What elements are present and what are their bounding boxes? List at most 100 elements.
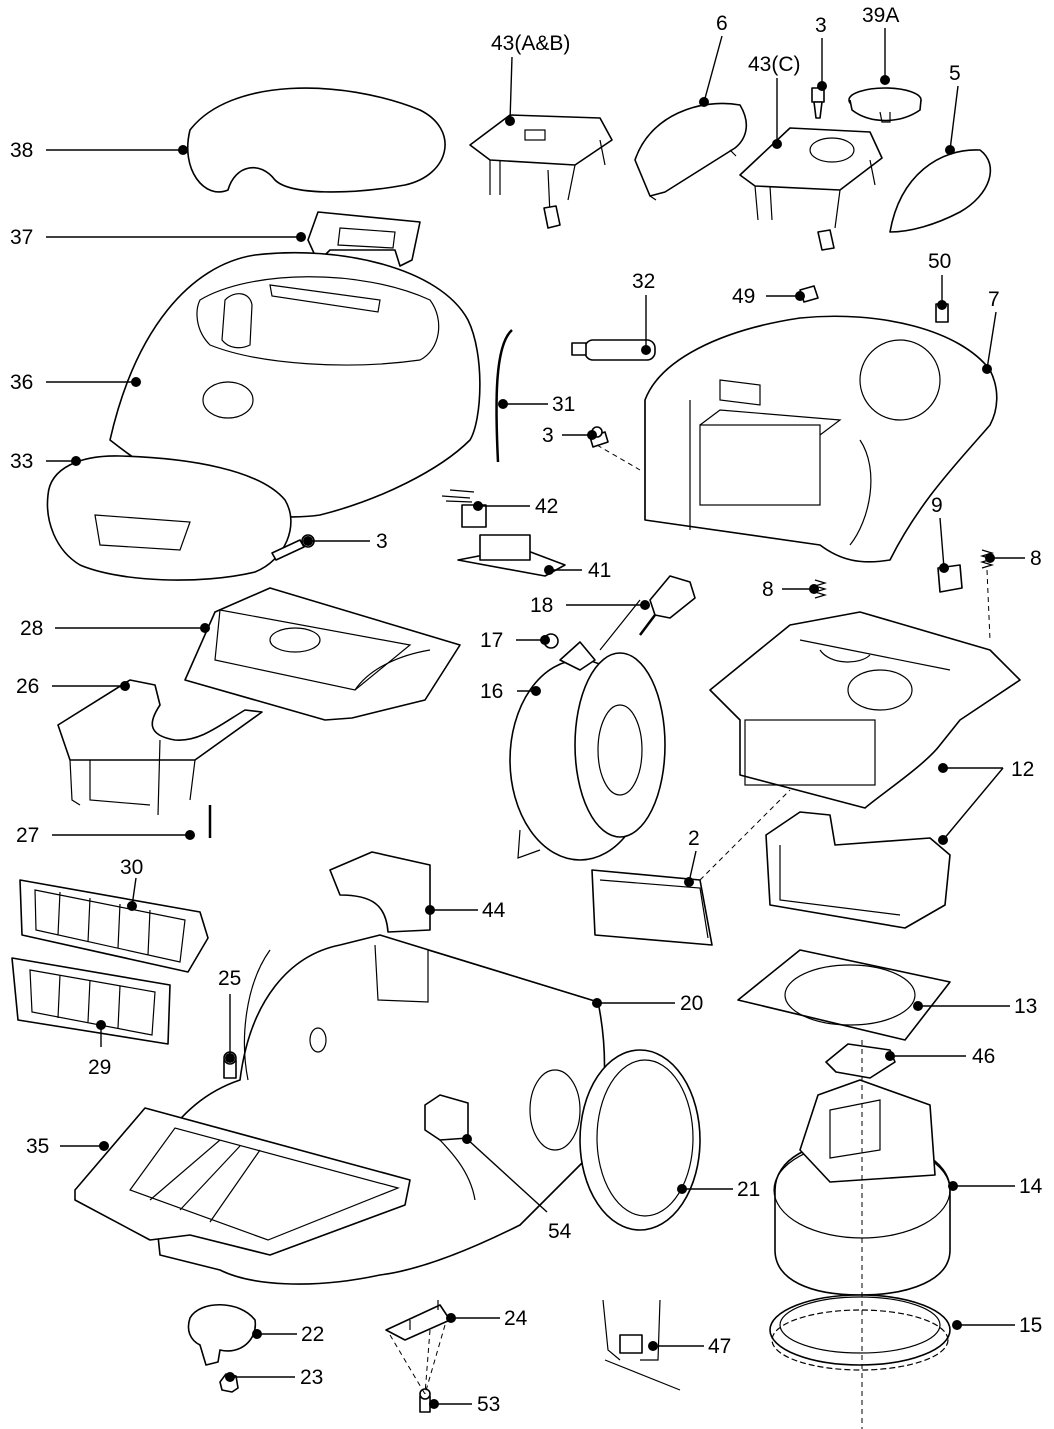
part-13-gasket — [737, 949, 951, 1041]
callout-38: 38 — [10, 139, 188, 162]
callout-label-29: 29 — [88, 1056, 111, 1079]
callout-13: 13 — [913, 995, 1037, 1018]
callout-label-33: 33 — [10, 450, 33, 473]
assembly-line-filter-2 — [699, 789, 791, 881]
callout-label-49: 49 — [732, 285, 755, 308]
callout-7: 7 — [982, 288, 1000, 374]
callout-3-middle: 3 — [542, 424, 597, 447]
callout-label-53: 53 — [477, 1393, 500, 1416]
callout-33: 33 — [10, 450, 81, 473]
callout-54: 54 — [462, 1134, 572, 1243]
callout-2: 2 — [684, 827, 700, 887]
callout-8-left: 8 — [762, 578, 819, 601]
callout-label-38: 38 — [10, 139, 33, 162]
callout-label-21: 21 — [737, 1178, 760, 1201]
part-43c-bracket — [739, 127, 883, 251]
callout-37: 37 — [10, 226, 306, 249]
part-5-cover — [889, 149, 992, 233]
callout-22: 22 — [252, 1323, 324, 1346]
callout-50: 50 — [928, 250, 951, 310]
callout-6: 6 — [699, 12, 728, 107]
callout-39a: 39A — [862, 4, 899, 85]
part-2-filter — [591, 869, 713, 946]
part-41-circuit-board — [457, 534, 566, 577]
callout-label-8-left: 8 — [762, 578, 774, 601]
callout-label-20: 20 — [680, 992, 703, 1015]
callout-24: 24 — [446, 1307, 528, 1330]
callout-label-35: 35 — [26, 1135, 49, 1158]
callout-42: 42 — [473, 495, 558, 518]
callout-label-44: 44 — [482, 899, 506, 922]
callouts: 38 37 36 33 3 43(A&B) 6 3 — [10, 4, 1043, 1416]
callout-label-50: 50 — [928, 250, 951, 273]
callout-3-top: 3 — [815, 14, 827, 91]
callout-41: 41 — [544, 559, 611, 582]
callout-28: 28 — [20, 617, 210, 640]
callout-label-37: 37 — [10, 226, 33, 249]
part-29-filter-frame — [11, 957, 171, 1045]
callout-label-28: 28 — [20, 617, 43, 640]
assembly-line-screw-53 — [389, 1324, 446, 1395]
callout-label-16: 16 — [480, 680, 503, 703]
callout-label-47: 47 — [708, 1335, 731, 1358]
part-30-grille — [19, 879, 209, 973]
callout-label-39a: 39A — [862, 4, 899, 27]
callout-label-12: 12 — [1011, 758, 1034, 781]
part-3-screw-top — [811, 87, 825, 119]
callout-29: 29 — [88, 1020, 111, 1079]
callout-32: 32 — [632, 270, 655, 355]
part-39a-cap — [848, 87, 922, 123]
callout-47: 47 — [648, 1335, 731, 1358]
part-drawings — [11, 87, 1021, 1429]
callout-label-2: 2 — [688, 827, 700, 850]
callout-label-43ab: 43(A&B) — [491, 32, 570, 55]
callout-label-15: 15 — [1019, 1314, 1042, 1337]
callout-label-23: 23 — [300, 1366, 323, 1389]
callout-44: 44 — [425, 899, 506, 922]
callout-label-22: 22 — [301, 1323, 324, 1346]
part-38-lid — [186, 87, 446, 193]
callout-35: 35 — [26, 1135, 109, 1158]
callout-label-42: 42 — [535, 495, 558, 518]
callout-label-31: 31 — [552, 393, 575, 416]
callout-8-right: 8 — [985, 547, 1042, 570]
part-47-harness — [602, 1299, 681, 1391]
callout-12: 12 — [938, 758, 1034, 845]
part-8-spring-a — [812, 579, 828, 599]
callout-30: 30 — [120, 856, 143, 911]
part-28-filter-cover — [184, 587, 461, 721]
callout-label-54: 54 — [548, 1220, 572, 1243]
callout-20: 20 — [592, 992, 703, 1015]
callout-label-27: 27 — [16, 824, 39, 847]
part-18-plug — [639, 575, 696, 636]
part-21-wheel — [579, 1049, 701, 1231]
callout-label-30: 30 — [120, 856, 143, 879]
callout-label-3-middle: 3 — [542, 424, 554, 447]
assembly-line-screw-middle — [596, 444, 641, 471]
callout-18: 18 — [530, 594, 650, 617]
part-33-handle-bezel — [46, 455, 292, 581]
part-54-bracket — [424, 1094, 469, 1141]
part-46-pad — [825, 1043, 896, 1079]
callout-label-7: 7 — [988, 288, 1000, 311]
callout-53: 53 — [429, 1393, 500, 1416]
callout-25: 25 — [218, 967, 241, 1063]
callout-16: 16 — [480, 680, 541, 703]
callout-49: 49 — [732, 285, 805, 308]
part-12-chassis-lower — [765, 811, 951, 929]
callout-label-46: 46 — [972, 1045, 995, 1068]
callout-label-3-left: 3 — [376, 530, 388, 553]
callout-36: 36 — [10, 371, 141, 394]
callout-31: 31 — [498, 393, 575, 416]
callout-label-24: 24 — [504, 1307, 528, 1330]
part-7-motor-housing — [644, 315, 998, 563]
callout-21: 21 — [677, 1178, 760, 1201]
callout-17: 17 — [480, 629, 550, 652]
callout-label-41: 41 — [588, 559, 611, 582]
callout-label-17: 17 — [480, 629, 503, 652]
callout-9: 9 — [931, 494, 949, 573]
callout-43ab: 43(A&B) — [491, 32, 570, 126]
callout-label-43c: 43(C) — [748, 53, 801, 76]
part-32-switch — [571, 339, 656, 361]
